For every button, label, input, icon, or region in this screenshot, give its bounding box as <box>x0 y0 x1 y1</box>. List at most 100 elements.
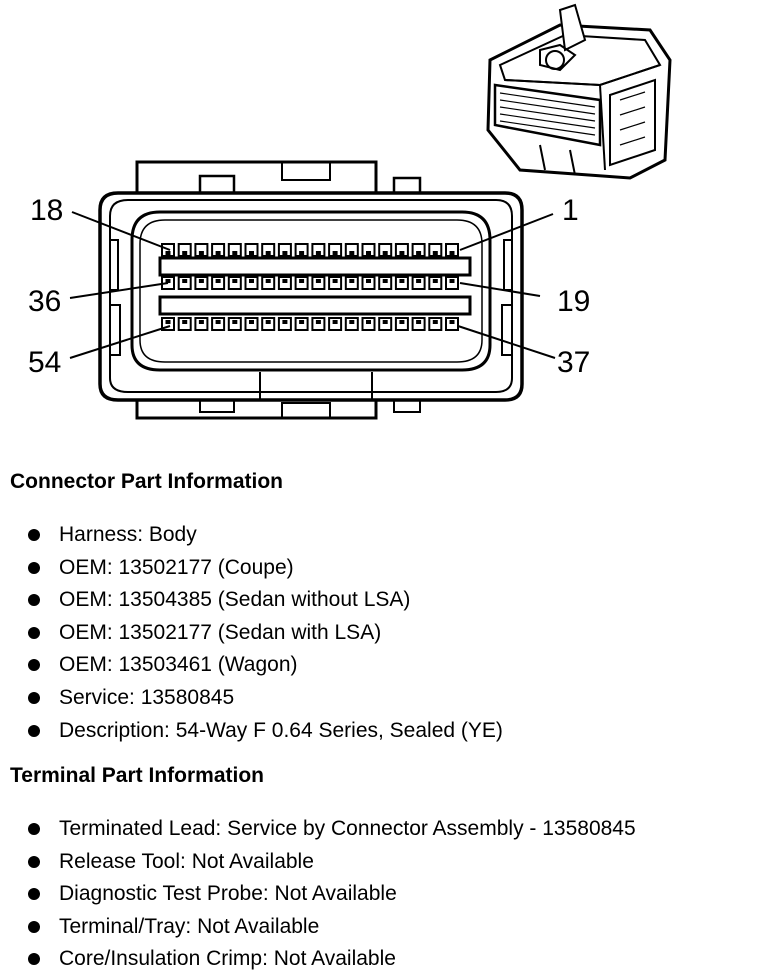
list-item-text: OEM: 13502177 (Coupe) <box>59 555 294 579</box>
bullet-icon <box>28 659 40 672</box>
list-item-text: Harness: Body <box>59 523 197 546</box>
list-item-text: Diagnostic Test Probe: Not Available <box>59 882 397 906</box>
pin-contact <box>282 251 288 255</box>
bullet-icon <box>28 920 40 933</box>
pin-contact <box>349 279 355 283</box>
pin-contact <box>198 320 204 324</box>
list-item: Harness: Body <box>10 519 503 552</box>
pin-contact <box>299 279 305 283</box>
pin-contact <box>182 320 188 324</box>
pin-contact <box>198 279 204 283</box>
pin-cavity <box>411 243 426 257</box>
pin-contact <box>382 320 388 324</box>
list-item-text: Core/Insulation Crimp: Not Available <box>59 947 396 971</box>
pin-cavity <box>261 243 276 257</box>
pin-cavity <box>328 243 343 257</box>
terminal-part-information: Terminal Part Information Terminated Lea… <box>10 763 636 976</box>
pin-label-54: 54 <box>28 346 61 379</box>
list-item: OEM: 13503461 (Wagon) <box>10 649 503 682</box>
pin-contact <box>366 251 371 255</box>
list-item: Terminal/Tray: Not Available <box>10 911 636 944</box>
pin-contact <box>282 320 288 324</box>
bullet-icon <box>28 594 40 607</box>
pin-contact <box>315 251 321 255</box>
pin-contact <box>432 320 438 324</box>
list-item: Diagnostic Test Probe: Not Available <box>10 878 636 911</box>
pin-contact <box>198 251 204 255</box>
pin-contact <box>366 279 371 283</box>
list-item-text: Description: 54-Way F 0.64 Series, Seale… <box>59 718 503 742</box>
pin-label-37: 37 <box>557 346 590 379</box>
pin-contact <box>432 251 438 255</box>
list-item-text: Service: 13580845 <box>59 685 235 709</box>
pin-contact <box>399 320 405 324</box>
terminal-info-title: Terminal Part Information <box>10 764 264 787</box>
list-item: Terminated Lead: Service by Connector As… <box>10 813 636 846</box>
pin-contact <box>315 320 321 324</box>
connector-face <box>98 160 524 420</box>
list-item: OEM: 13504385 (Sedan without LSA) <box>10 584 503 617</box>
pin-contact <box>165 251 171 255</box>
connector-part-information: Connector Part Information Harness: Body… <box>10 469 503 747</box>
connector-3d-illustration <box>486 3 672 180</box>
bullet-icon <box>28 529 40 541</box>
pin-cavity <box>428 243 443 257</box>
pin-contact <box>232 279 238 283</box>
bullet-icon <box>28 855 40 868</box>
bullet-icon <box>28 888 40 901</box>
pin-contact <box>249 251 254 255</box>
pin-cavity <box>294 243 309 257</box>
bullet-icon <box>28 626 40 639</box>
pin-contact <box>182 251 188 255</box>
pin-contact <box>315 279 321 283</box>
list-item: Release Tool: Not Available <box>10 846 636 879</box>
pin-contact <box>382 279 388 283</box>
pin-contact <box>165 320 171 324</box>
pin-contact <box>265 279 271 283</box>
list-item-text: Terminated Lead: Service by Connector As… <box>59 817 636 840</box>
pin-contact <box>399 251 405 255</box>
pin-contact <box>432 279 438 283</box>
pin-cavity <box>244 243 259 257</box>
connector-face-diagram: 18 1 36 19 54 37 <box>28 3 672 420</box>
pin-contact <box>249 320 254 324</box>
pin-cavity <box>394 243 409 257</box>
pin-contact <box>165 279 171 283</box>
pin-contact <box>215 279 221 283</box>
pin-contact <box>416 279 422 283</box>
list-item-text: Release Tool: Not Available <box>59 849 314 873</box>
pin-label-18: 18 <box>30 194 63 227</box>
pin-contact <box>332 279 338 283</box>
list-item: Description: 54-Way F 0.64 Series, Seale… <box>10 715 503 748</box>
bullet-icon <box>28 691 40 704</box>
pin-contact <box>416 251 422 255</box>
list-item: Core/Insulation Crimp: Not Available <box>10 943 636 976</box>
bullet-icon <box>28 724 40 737</box>
pin-cavity <box>227 243 242 257</box>
pin-leader-lines <box>69 211 556 359</box>
pin-contact <box>449 279 455 283</box>
pin-cavity <box>277 243 292 257</box>
pin-contact <box>299 320 305 324</box>
bullet-icon <box>28 823 40 835</box>
pin-contact <box>332 251 338 255</box>
pin-contact <box>449 320 455 324</box>
pin-contact <box>399 279 405 283</box>
list-item: OEM: 13502177 (Sedan with LSA) <box>10 617 503 650</box>
list-item-text: OEM: 13504385 (Sedan without LSA) <box>59 588 411 612</box>
list-item: OEM: 13502177 (Coupe) <box>10 552 503 585</box>
pin-contact <box>282 279 288 283</box>
list-item-text: OEM: 13502177 (Sedan with LSA) <box>59 620 382 644</box>
pin-contact <box>215 320 221 324</box>
pin-cavities <box>161 243 459 331</box>
list-item-text: Terminal/Tray: Not Available <box>59 914 320 938</box>
pin-cavity <box>344 243 359 257</box>
pin-contact <box>182 279 188 283</box>
pin-cavity <box>194 243 209 257</box>
pin-label-36: 36 <box>28 285 61 318</box>
pin-cavity <box>211 243 226 257</box>
terminal-info-list: Terminated Lead: Service by Connector As… <box>10 813 636 976</box>
connector-info-title: Connector Part Information <box>10 470 284 493</box>
pin-contact <box>299 251 305 255</box>
